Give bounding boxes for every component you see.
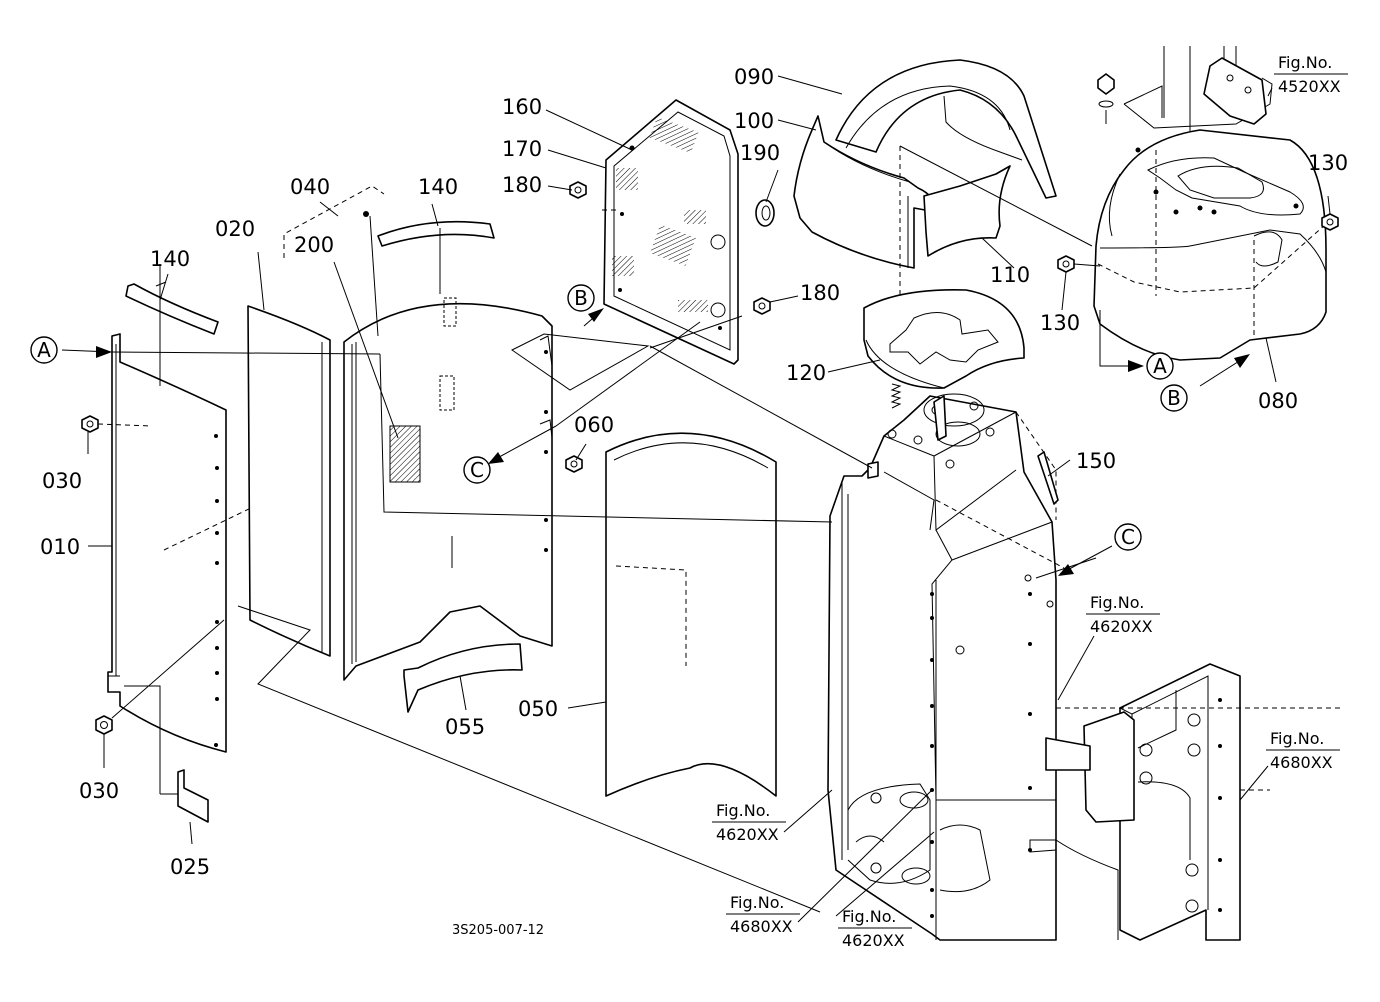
part-055-lower-flap <box>403 643 523 713</box>
svg-text:B: B <box>1167 386 1181 410</box>
part-140-upper-strip <box>377 220 495 247</box>
part-020-seal-panel <box>237 305 821 913</box>
svg-text:Fig.No.: Fig.No. <box>1278 53 1332 72</box>
fig-ref-4620-bottom: Fig.No. 4620XX <box>838 907 912 950</box>
part-120-spring <box>890 383 902 409</box>
svg-text:A: A <box>37 338 51 362</box>
label-010: 010 <box>40 535 80 559</box>
part-110-deflector <box>923 165 1011 257</box>
ref-marker-a-right: A <box>1146 352 1174 380</box>
label-055: 055 <box>445 715 485 739</box>
label-030-lower: 030 <box>79 779 119 803</box>
label-030-upper: 030 <box>42 469 82 493</box>
ref-marker-c-right: C <box>1114 523 1142 551</box>
svg-text:Fig.No.: Fig.No. <box>842 907 896 926</box>
part-180-bolt-upper <box>569 181 587 199</box>
svg-text:C: C <box>1121 525 1135 549</box>
label-040: 040 <box>290 175 330 199</box>
label-025: 025 <box>170 855 210 879</box>
ref-marker-b-right: B <box>1160 384 1188 412</box>
part-150-rod <box>1037 451 1059 505</box>
svg-text:Fig.No.: Fig.No. <box>730 893 784 912</box>
label-140-left: 140 <box>150 247 190 271</box>
label-200: 200 <box>294 233 334 257</box>
svg-text:A: A <box>1153 354 1167 378</box>
ref-marker-c-left: C <box>463 456 491 484</box>
leader-lines <box>111 264 1097 579</box>
part-080-fan-shroud <box>1093 129 1327 367</box>
label-090: 090 <box>734 65 774 89</box>
part-090-upper-shroud <box>835 59 1057 199</box>
svg-text:4620XX: 4620XX <box>842 931 905 950</box>
fig-ref-4620-right: Fig.No. 4620XX <box>1086 593 1160 636</box>
part-040-shroud-panel <box>343 211 553 681</box>
part-120-mount-plate <box>863 289 1025 389</box>
part-130-bolt-right <box>1321 213 1339 231</box>
fig-4620-main-frame <box>827 393 1065 941</box>
svg-text:Fig.No.: Fig.No. <box>716 801 770 820</box>
part-040-group-bracket <box>283 185 385 258</box>
svg-text:Fig.No.: Fig.No. <box>1090 593 1144 612</box>
label-110: 110 <box>990 263 1030 287</box>
fig-ref-4520: Fig.No. 4520XX <box>1274 53 1348 96</box>
label-150: 150 <box>1076 449 1116 473</box>
part-030-bolt-upper <box>81 415 99 433</box>
part-200-label-sticker <box>389 425 421 483</box>
label-180-upper: 180 <box>502 173 542 197</box>
svg-text:4620XX: 4620XX <box>716 825 779 844</box>
part-060-bolt <box>565 455 583 473</box>
part-025-bracket <box>124 685 209 823</box>
svg-text:Fig.No.: Fig.No. <box>1270 729 1324 748</box>
fig-4520-pipe-assembly <box>1097 46 1273 132</box>
label-050: 050 <box>518 697 558 721</box>
ref-marker-a-left: A <box>30 336 58 364</box>
svg-text:4620XX: 4620XX <box>1090 617 1153 636</box>
part-130-bolt-left <box>1057 255 1075 273</box>
svg-text:4680XX: 4680XX <box>1270 753 1333 772</box>
svg-text:B: B <box>574 286 588 310</box>
part-030-bolt-lower <box>95 715 113 735</box>
label-140-upper: 140 <box>418 175 458 199</box>
svg-text:C: C <box>470 458 484 482</box>
label-120: 120 <box>786 361 826 385</box>
svg-text:4680XX: 4680XX <box>730 917 793 936</box>
svg-text:4520XX: 4520XX <box>1278 77 1341 96</box>
fig-ref-4680-bottom: Fig.No. 4680XX <box>726 893 800 936</box>
label-190: 190 <box>740 141 780 165</box>
label-020: 020 <box>215 217 255 241</box>
part-140-left-strip <box>125 283 219 335</box>
part-010-side-panel <box>97 333 285 753</box>
label-130-left: 130 <box>1040 311 1080 335</box>
part-160-cover-grille <box>602 117 726 330</box>
fig-ref-4680-right: Fig.No. 4680XX <box>1266 729 1340 772</box>
label-060: 060 <box>574 413 614 437</box>
label-170: 170 <box>502 137 542 161</box>
label-180-lower: 180 <box>800 281 840 305</box>
ref-marker-b-left: B <box>567 284 595 312</box>
part-050-insulation-panel <box>605 432 777 797</box>
label-100: 100 <box>734 109 774 133</box>
label-130-right: 130 <box>1308 151 1348 175</box>
diagram-code: 3S205-007-12 <box>452 923 544 938</box>
part-190-grommet <box>755 199 775 227</box>
label-080: 080 <box>1258 389 1298 413</box>
ref-arrows <box>61 308 1250 576</box>
callout-leaders <box>87 75 1331 923</box>
part-180-bolt-lower <box>753 297 771 315</box>
fig-4680-sub-frame <box>1029 663 1340 941</box>
fig-ref-4620-left: Fig.No. 4620XX <box>712 801 786 844</box>
label-160: 160 <box>502 95 542 119</box>
part-number-labels: 010 020 025 030 030 040 050 055 060 080 … <box>40 65 1348 879</box>
